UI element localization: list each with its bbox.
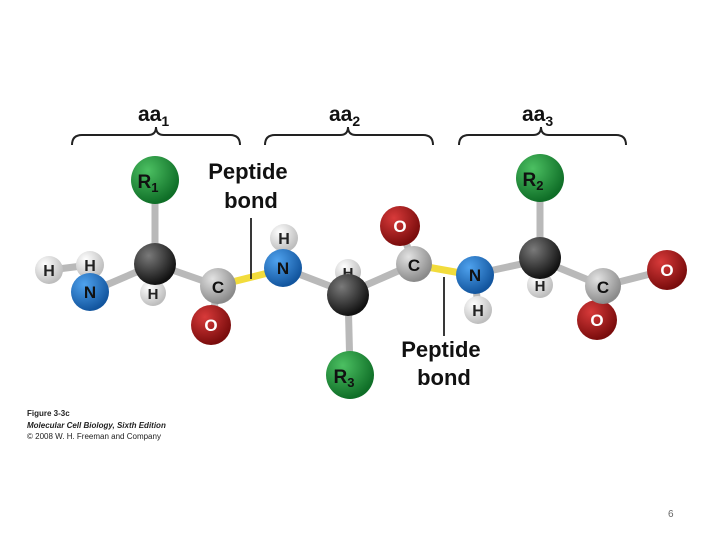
atom-hydrogen-n3: H xyxy=(464,296,492,324)
residue-label-aa2: aa2 xyxy=(329,103,360,129)
residue-label-aa3: aa3 xyxy=(522,103,553,129)
svg-text:R2: R2 xyxy=(523,170,544,193)
peptide-bond-label-1-line2: bond xyxy=(224,188,278,213)
atom-oxygen-2: O xyxy=(380,206,420,246)
bracket-aa3 xyxy=(458,126,627,146)
atom-hydrogen-n2: H xyxy=(270,224,298,252)
svg-text:H: H xyxy=(84,258,96,275)
atom-hydrogen-calpha-3: H xyxy=(527,272,553,298)
bracket-aa1 xyxy=(71,126,241,146)
atom-r-group-3: R3 xyxy=(326,351,374,399)
svg-text:H: H xyxy=(43,263,55,280)
atom-hydrogen-terminal: H xyxy=(35,256,63,284)
atom-r-group-2: R2 xyxy=(516,154,564,202)
svg-text:H: H xyxy=(278,231,290,248)
atom-hydrogen-calpha-1: H xyxy=(140,280,166,306)
peptide-bond-label-1: Peptide bond xyxy=(208,159,294,213)
peptide-bond-label-1-line1: Peptide xyxy=(208,159,287,184)
svg-text:O: O xyxy=(590,311,603,330)
atom-nitrogen-3: N xyxy=(456,256,494,294)
atom-oxygen-1: O xyxy=(191,305,231,345)
svg-text:O: O xyxy=(393,217,406,236)
figure-caption-copyright: © 2008 W. H. Freeman and Company xyxy=(27,432,161,441)
page-number: 6 xyxy=(668,509,674,520)
residue-label-aa1: aa1 xyxy=(138,103,169,129)
atom-oxygen-3: O xyxy=(577,300,617,340)
svg-text:N: N xyxy=(469,266,481,285)
svg-text:R3: R3 xyxy=(334,367,355,390)
svg-text:R1: R1 xyxy=(138,172,159,195)
peptide-bond-label-2-line1: Peptide xyxy=(401,337,480,362)
svg-text:H: H xyxy=(472,303,484,320)
atom-hydrogen-n1: H xyxy=(76,251,104,279)
svg-text:H: H xyxy=(148,286,159,303)
figure-caption-number: Figure 3-3c xyxy=(27,409,70,418)
atom-carbon-alpha-1 xyxy=(134,243,176,285)
svg-text:H: H xyxy=(535,278,546,295)
atom-carbon-alpha-2 xyxy=(327,274,369,316)
svg-text:H: H xyxy=(343,265,354,282)
atom-nitrogen-1: N xyxy=(71,273,109,311)
figure-caption-book: Molecular Cell Biology, Sixth Edition xyxy=(27,421,166,430)
atom-carbon-alpha-3 xyxy=(519,237,561,279)
svg-text:O: O xyxy=(204,316,217,335)
svg-text:C: C xyxy=(597,278,609,297)
atom-carbon-carbonyl-3: C xyxy=(585,268,621,304)
svg-text:N: N xyxy=(84,283,96,302)
atom-carbon-carbonyl-1: C xyxy=(200,268,236,304)
atom-carbon-carbonyl-2: C xyxy=(396,246,432,282)
svg-text:O: O xyxy=(660,261,673,280)
svg-text:C: C xyxy=(212,278,224,297)
atom-nitrogen-2: N xyxy=(264,249,302,287)
atom-r-group-1: R1 xyxy=(131,156,179,204)
peptide-bond-label-2: Peptide bond xyxy=(401,337,487,390)
svg-text:C: C xyxy=(408,256,420,275)
peptide-bond-label-2-line2: bond xyxy=(417,365,471,390)
atom-oxygen-4: O xyxy=(647,250,687,290)
svg-text:N: N xyxy=(277,259,289,278)
bracket-aa2 xyxy=(264,126,434,146)
